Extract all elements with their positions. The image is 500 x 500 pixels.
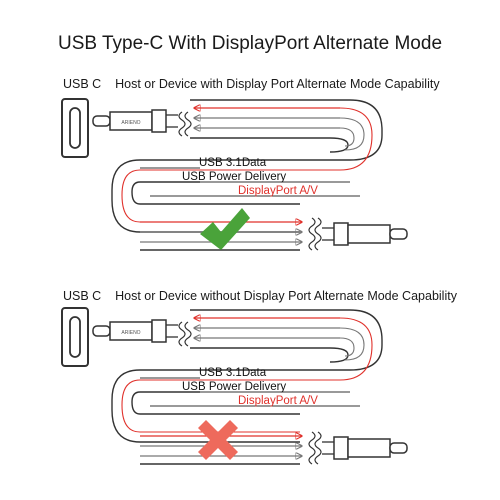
plug-brand-text: ARIENO <box>121 330 140 336</box>
usb-c-plug-icon <box>322 222 408 246</box>
page-title: USB Type-C With DisplayPort Alternate Mo… <box>57 33 443 54</box>
section-1-diagram: ARIENO USB 3.1Data USB Power Delivery <box>61 98 408 251</box>
section-1-display-label: DisplayPort A/V <box>238 185 318 197</box>
usb-c-plug-icon <box>322 436 408 460</box>
section-1-connector-label: USB C <box>63 77 102 91</box>
section-2-heading-row: USB C Host or Device without Display Por… <box>63 289 457 303</box>
section-2-heading: Host or Device without Display Port Alte… <box>115 289 457 303</box>
check-icon <box>200 208 250 250</box>
section-1-heading-row: USB C Host or Device with Display Port A… <box>63 77 440 91</box>
section-1-data-label: USB 3.1Data <box>199 157 267 169</box>
usb-c-plug-icon: ARIENO <box>92 109 178 133</box>
usb-c-plug-icon: ARIENO <box>92 319 178 343</box>
section-2-connector-label: USB C <box>63 289 102 303</box>
section-1-power-label: USB Power Delivery <box>182 171 286 183</box>
usb-c-port-icon <box>61 307 89 367</box>
usb-c-port-icon <box>61 98 89 158</box>
section-2-diagram: ARIENO USB 3.1Data USB Power Delivery Di… <box>61 307 408 465</box>
section-2-power-label: USB Power Delivery <box>182 381 286 393</box>
plug-brand-text: ARIENO <box>121 120 140 126</box>
section-2-data-label: USB 3.1Data <box>199 367 267 379</box>
cross-icon <box>198 420 238 460</box>
section-2-display-label: DisplayPort A/V <box>238 395 318 407</box>
section-1-heading: Host or Device with Display Port Alterna… <box>115 77 440 91</box>
